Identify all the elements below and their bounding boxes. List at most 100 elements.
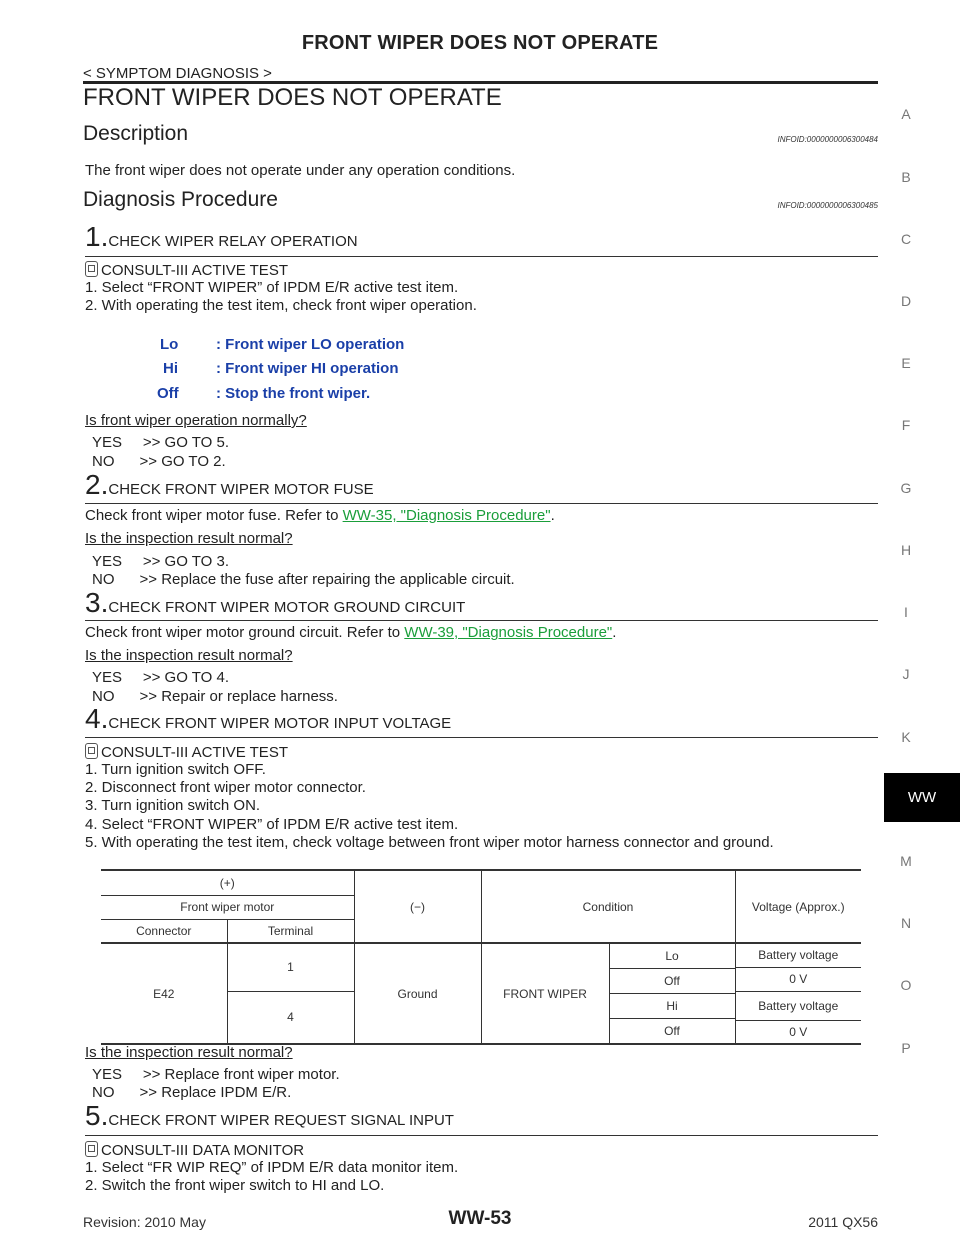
step-3-yes: YES >> GO TO 4.	[92, 669, 230, 686]
step-1-line-2: 2. With operating the test item, check f…	[85, 297, 477, 314]
step-1-divider	[85, 256, 878, 257]
footer-model: 2011 QX56	[808, 1214, 878, 1230]
diagnosis-heading: Diagnosis Procedure	[83, 188, 278, 211]
step-4-divider	[85, 737, 878, 738]
step-4-line-4: 4. Select “FRONT WIPER” of IPDM E/R acti…	[85, 816, 459, 833]
step-4-title: CHECK FRONT WIPER MOTOR INPUT VOLTAGE	[108, 715, 452, 732]
step-4-line-5: 5. With operating the test item, check v…	[85, 834, 774, 851]
step-2-heading: 2.CHECK FRONT WIPER MOTOR FUSE	[85, 469, 374, 501]
side-index-i[interactable]: I	[904, 604, 908, 620]
col-motor-header: Front wiper motor	[101, 895, 354, 920]
step-4-no: NO >> Replace IPDM E/R.	[92, 1084, 292, 1101]
cell-cond-4: Off	[664, 1024, 680, 1038]
cell-terminal-4: 4	[227, 991, 355, 1045]
side-index-f[interactable]: F	[901, 417, 911, 433]
step-4-line-3: 3. Turn ignition switch ON.	[85, 797, 261, 814]
ww35-diagnosis-link[interactable]: WW-35, "Diagnosis Procedure"	[342, 507, 551, 524]
step-3-question: Is the inspection result normal?	[85, 647, 293, 664]
side-index-c[interactable]: C	[900, 231, 912, 247]
cell-connector: E42	[101, 943, 228, 1045]
step-4-consult: CONSULT-III ACTIVE TEST	[85, 743, 288, 762]
step-5-consult: CONSULT-III DATA MONITOR	[85, 1141, 304, 1160]
step-1-title: CHECK WIPER RELAY OPERATION	[108, 233, 358, 250]
cell-volt-1: Battery voltage	[734, 943, 861, 968]
header-title: FRONT WIPER DOES NOT OPERATE	[301, 32, 659, 54]
step-5-line-1: 1. Select “FR WIP REQ” of IPDM E/R data …	[85, 1159, 459, 1176]
side-index-g[interactable]: G	[900, 480, 912, 496]
step-2-text-post: .	[550, 507, 555, 524]
description-infoid: INFOID:0000000006300484	[777, 135, 878, 144]
side-index-b[interactable]: B	[901, 169, 911, 185]
step-3-text-pre: Check front wiper motor ground circuit. …	[85, 624, 405, 641]
spec-off-key: Off	[157, 385, 179, 402]
header-divider	[83, 81, 878, 84]
cell-volt-3: Battery voltage	[734, 991, 861, 1021]
side-index-p[interactable]: P	[901, 1040, 911, 1056]
step-4-line-2: 2. Disconnect front wiper motor connecto…	[85, 779, 366, 796]
step-5-heading: 5.CHECK FRONT WIPER REQUEST SIGNAL INPUT	[85, 1100, 454, 1132]
side-index-e[interactable]: E	[901, 355, 911, 371]
step-3-no: NO >> Repair or replace harness.	[92, 688, 338, 705]
step-2-divider	[85, 503, 878, 504]
cell-cond-1: Lo	[609, 944, 735, 969]
page-number: WW-53	[448, 1208, 512, 1229]
col-condition-header: Condition	[481, 870, 736, 943]
ww39-diagnosis-link[interactable]: WW-39, "Diagnosis Procedure"	[404, 624, 613, 641]
step-1-consult: CONSULT-III ACTIVE TEST	[85, 261, 288, 280]
step-1-number: 1.	[85, 221, 109, 252]
step-2-number: 2.	[85, 469, 109, 500]
side-index-o[interactable]: O	[900, 977, 912, 993]
cell-conditions: Lo Off Hi Off	[609, 944, 735, 1043]
side-index-j[interactable]: J	[902, 666, 910, 682]
col-voltage-header: Voltage (Approx.)	[751, 899, 845, 914]
step-4-heading: 4.CHECK FRONT WIPER MOTOR INPUT VOLTAGE	[85, 703, 451, 735]
side-index-h[interactable]: H	[900, 542, 912, 558]
voltage-table: (+) (−) Condition Voltage (Approx.) Fron…	[101, 869, 861, 1045]
page-title: FRONT WIPER DOES NOT OPERATE	[83, 84, 502, 111]
col-terminal-header: Terminal	[267, 923, 314, 938]
side-index-a[interactable]: A	[901, 106, 911, 122]
breadcrumb: < SYMPTOM DIAGNOSIS >	[83, 65, 272, 82]
cell-ground: Ground	[354, 943, 482, 1045]
cell-cond-2: Off	[609, 969, 735, 994]
step-5-number: 5.	[85, 1100, 109, 1131]
step-1-no: NO >> GO TO 2.	[92, 453, 226, 470]
step-2-yes: YES >> GO TO 3.	[92, 553, 230, 570]
step-1-line-1: 1. Select “FRONT WIPER” of IPDM E/R acti…	[85, 279, 459, 296]
spec-hi-key: Hi	[163, 360, 178, 377]
step-2-title: CHECK FRONT WIPER MOTOR FUSE	[108, 481, 374, 498]
step-3-text-post: .	[612, 624, 617, 641]
step-5-title: CHECK FRONT WIPER REQUEST SIGNAL INPUT	[108, 1112, 454, 1129]
step-4-line-1: 1. Turn ignition switch OFF.	[85, 761, 266, 778]
step-3-title: CHECK FRONT WIPER MOTOR GROUND CIRCUIT	[108, 599, 466, 616]
step-1-consult-label: CONSULT-III ACTIVE TEST	[101, 262, 288, 279]
side-tab-ww[interactable]: WW	[884, 773, 960, 822]
step-4-consult-label: CONSULT-III ACTIVE TEST	[101, 744, 288, 761]
spec-lo-key: Lo	[160, 336, 179, 353]
col-minus-header: (−)	[353, 870, 482, 943]
cell-volt-2: 0 V	[734, 967, 861, 992]
side-index-n[interactable]: N	[900, 915, 912, 931]
step-1-yes: YES >> GO TO 5.	[92, 434, 230, 451]
spec-off-value: : Stop the front wiper.	[216, 385, 371, 402]
side-index-d[interactable]: D	[900, 293, 912, 309]
step-4-question: Is the inspection result normal?	[85, 1044, 293, 1061]
description-heading: Description	[83, 122, 189, 145]
col-connector-header: Connector	[101, 919, 228, 943]
side-index-m[interactable]: M	[900, 853, 912, 869]
step-5-line-2: 2. Switch the front wiper switch to HI a…	[85, 1177, 385, 1194]
consult-icon	[85, 743, 98, 759]
cell-front-wiper-label: FRONT WIPER	[482, 944, 610, 1043]
spec-lo-value: : Front wiper LO operation	[216, 336, 405, 353]
side-index-k[interactable]: K	[901, 729, 911, 745]
step-4-yes: YES >> Replace front wiper motor.	[92, 1066, 340, 1083]
step-2-no: NO >> Replace the fuse after repairing t…	[92, 571, 515, 588]
diagnosis-infoid: INFOID:0000000006300485	[777, 201, 878, 210]
step-1-heading: 1.CHECK WIPER RELAY OPERATION	[85, 221, 358, 253]
col-plus-header: (+)	[101, 870, 354, 896]
cell-cond-3: Hi	[609, 994, 735, 1019]
step-3-number: 3.	[85, 587, 109, 618]
footer-revision: Revision: 2010 May	[83, 1214, 206, 1230]
step-2-text: Check front wiper motor fuse. Refer to W…	[85, 507, 555, 525]
consult-icon	[85, 1141, 98, 1157]
